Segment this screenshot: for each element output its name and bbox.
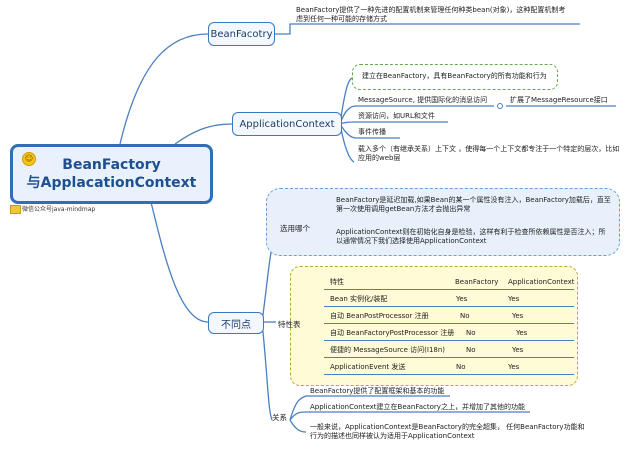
relation-item3-line1: 一般来说，ApplicationContext是BeanFactory的完全超集… bbox=[310, 423, 585, 431]
table-row-feature: ApplicationEvent 发送 bbox=[330, 363, 406, 371]
table-divider bbox=[324, 289, 574, 290]
table-divider bbox=[324, 340, 574, 341]
table-row-ac: Yes bbox=[512, 346, 524, 354]
root-title-line1: BeanFactory bbox=[62, 157, 161, 173]
features-table bbox=[290, 266, 578, 386]
relation-item2: ApplicationContext建立在BeanFactory之上，并增加了其… bbox=[310, 403, 525, 411]
relation-item1: BeanFactory提供了配置框架和基本的功能 bbox=[310, 387, 445, 395]
ac-multi-line2: 应用的web层 bbox=[358, 154, 401, 162]
table-row-feature: 自动 BeanFactoryPostProcessor 注册 bbox=[330, 329, 455, 337]
beanfactory-desc-line1: BeanFactory提供了一种先进的配置机制来管理任何种类bean(对象)，这… bbox=[296, 6, 566, 14]
choose-ac-line2: 以通常情况下我们选择使用ApplicationContext bbox=[336, 237, 487, 245]
ac-messagesource: MessageSource, 提供国际化的消息访问 bbox=[358, 96, 488, 104]
table-header-beanfactory: BeanFactory bbox=[455, 278, 499, 286]
choose-ac-line1: ApplicationContext则在初始化自身是检验，这样有利于检查所依赖属… bbox=[336, 228, 606, 236]
wechat-icon bbox=[10, 205, 21, 214]
table-divider bbox=[324, 357, 574, 358]
built-on-note bbox=[352, 64, 558, 90]
table-header-applicationcontext: ApplicationContext bbox=[508, 278, 575, 286]
choose-bf-line1: BeanFactory是延迟加载,如果Bean的某一个属性没有注入，BeanFa… bbox=[336, 196, 611, 204]
table-row-ac: Yes bbox=[516, 329, 528, 337]
relation-item3-line2: 行为的描述也同样被认为适用于ApplicationContext bbox=[310, 432, 475, 440]
choose-label[interactable]: 选用哪个 bbox=[280, 224, 310, 233]
table-row-feature: Bean 实例化/装配 bbox=[330, 295, 388, 303]
beanfactory-desc-line2: 虑到任何一种可能的存储方式 bbox=[296, 15, 387, 23]
ac-messagesource-ext: 扩展了MessageResource接口 bbox=[510, 96, 608, 104]
watermark-text: 微信公众号java-mindmap bbox=[22, 206, 96, 213]
difference-node[interactable]: 不同点 bbox=[208, 312, 264, 334]
table-row-bf: No bbox=[460, 312, 470, 320]
choose-bf-line2: 第一次使用调用getBean方法才会抛出异常 bbox=[336, 205, 471, 213]
table-divider bbox=[324, 374, 574, 375]
table-row-feature: 便捷的 MessageSource 访问(I18n) bbox=[330, 346, 446, 354]
table-header-feature: 特性 bbox=[330, 278, 344, 286]
smiley-icon: ☺ bbox=[22, 152, 36, 166]
ac-resource: 资源访问，如URL和文件 bbox=[358, 112, 435, 120]
root-node[interactable]: BeanFactory 与ApplacationContext bbox=[10, 144, 213, 204]
table-row-bf: No bbox=[466, 329, 476, 337]
table-row-ac: Yes bbox=[508, 363, 520, 371]
table-row-ac: Yes bbox=[512, 312, 524, 320]
beanfactory-label: BeanFacotry bbox=[210, 28, 273, 40]
applicationcontext-node[interactable]: ApplicationContext bbox=[232, 112, 342, 136]
applicationcontext-label: ApplicationContext bbox=[239, 118, 335, 130]
ac-event: 事件传播 bbox=[358, 128, 386, 136]
beanfactory-node[interactable]: BeanFacotry bbox=[208, 22, 275, 46]
table-row-bf: No bbox=[456, 363, 466, 371]
features-label[interactable]: 特性表 bbox=[278, 320, 301, 329]
table-row-ac: Yes bbox=[508, 295, 520, 303]
relation-label[interactable]: 关系 bbox=[272, 413, 287, 422]
table-divider bbox=[324, 323, 574, 324]
difference-label: 不同点 bbox=[221, 319, 251, 331]
choose-cloud bbox=[266, 188, 620, 256]
table-row-feature: 自动 BeanPostProcessor 注册 bbox=[330, 312, 429, 320]
ac-built-on: 建立在BeanFactory，具有BeanFactory的所有功能和行为 bbox=[362, 72, 547, 80]
root-title-line2: 与ApplacationContext bbox=[26, 175, 197, 191]
table-row-bf: Yes bbox=[456, 295, 468, 303]
table-divider bbox=[324, 306, 574, 307]
ac-multi-line1: 载入多个（有继承关系）上下文 ，使得每一个上下文都专注于一个特定的层次，比如 bbox=[358, 145, 620, 153]
table-row-bf: No bbox=[466, 346, 476, 354]
